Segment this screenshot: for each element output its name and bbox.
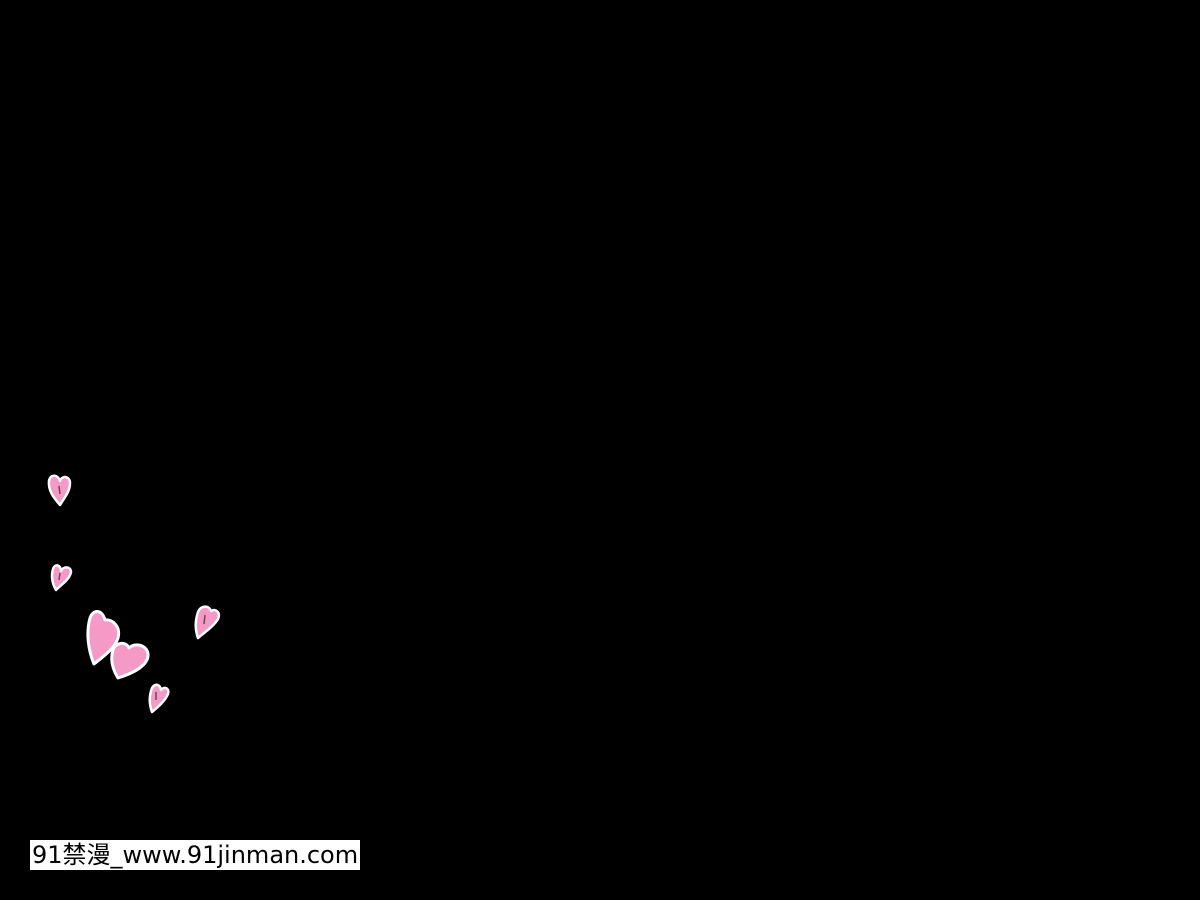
heart-highlight <box>58 485 61 495</box>
heart-highlight <box>58 572 61 581</box>
heart-icon <box>110 641 150 680</box>
heart-icon <box>194 605 220 640</box>
heart-icon <box>50 564 73 592</box>
heart-highlight <box>203 614 206 625</box>
watermark-label: 91禁漫_www.91jinman.com <box>30 840 361 870</box>
heart-icon <box>148 683 170 714</box>
